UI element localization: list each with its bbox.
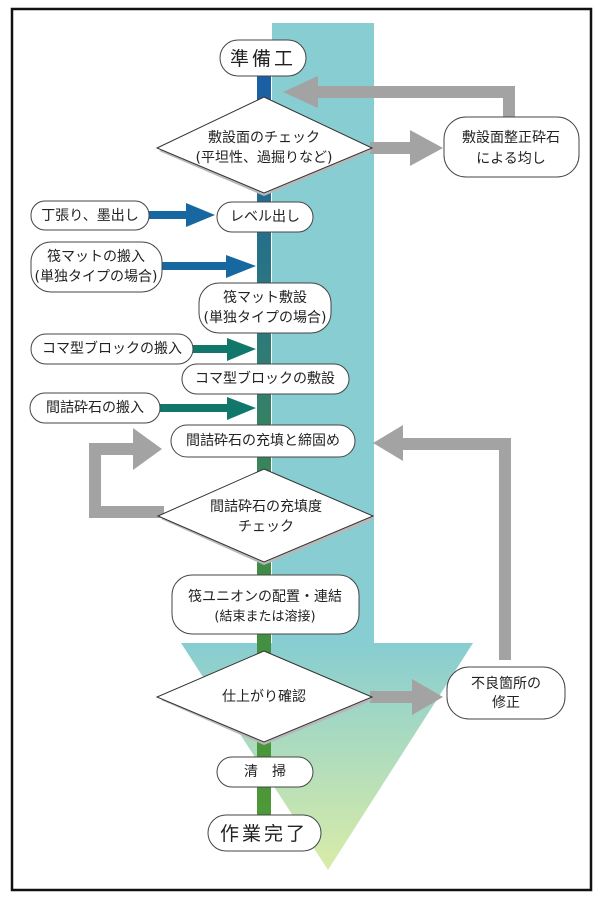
node-block-laying: コマ型ブロックの敷設 bbox=[181, 363, 350, 395]
node-staking-label: 丁張り、墨出し bbox=[41, 208, 138, 224]
node-cleaning-label: 清 掃 bbox=[244, 763, 286, 780]
node-mat-delivery-line2: (単独タイプの場合) bbox=[35, 269, 158, 285]
node-defect-fix-line1: 不良箇所の bbox=[471, 675, 541, 692]
node-gravel-delivery-label: 間詰砕石の搬入 bbox=[46, 400, 144, 416]
node-gravel-delivery: 間詰砕石の搬入 bbox=[29, 392, 161, 424]
node-fill-compact-label: 間詰砕石の充填と締固め bbox=[186, 432, 340, 449]
decision-final-check: 仕上がり確認 bbox=[155, 650, 374, 745]
arrow-staking-to-level bbox=[149, 203, 215, 227]
node-level-label: レベル出し bbox=[230, 209, 300, 225]
node-union: 筏ユニオンの配置・連結 (結束または溶接) bbox=[171, 574, 360, 635]
arrow-mat-delivery bbox=[162, 255, 256, 278]
node-surface-fix: 敷設面整正砕石 による均し bbox=[443, 116, 580, 178]
node-surface-fix-line2: による均し bbox=[476, 151, 546, 167]
decision-fill-check: 間詰砕石の充填度 チェック bbox=[156, 468, 375, 565]
node-union-line2: (結束または溶接) bbox=[214, 609, 315, 625]
decision-fill-check-line1: 間詰砕石の充填度 bbox=[210, 499, 322, 515]
decision-final-check-label: 仕上がり確認 bbox=[222, 689, 306, 705]
loop-arrow-defect-fix bbox=[373, 425, 511, 660]
decision-fill-check-line2: チェック bbox=[238, 519, 294, 535]
node-mat-laying: 筏マット敷設 (単独タイプの場合) bbox=[198, 282, 332, 334]
arrow-block-delivery bbox=[193, 338, 256, 361]
node-defect-fix: 不良箇所の 修正 bbox=[446, 666, 566, 720]
node-surface-fix-line1: 敷設面整正砕石 bbox=[462, 130, 560, 146]
node-union-line1: 筏ユニオンの配置・連結 bbox=[188, 588, 342, 605]
node-cleaning: 清 掃 bbox=[216, 756, 314, 788]
node-end-label: 作業完了 bbox=[220, 823, 308, 845]
arrow-gravel-delivery bbox=[160, 397, 256, 420]
node-level: レベル出し bbox=[216, 201, 314, 233]
node-mat-laying-line2: (単独タイプの場合) bbox=[204, 310, 327, 326]
node-block-delivery-label: コマ型ブロックの搬入 bbox=[42, 340, 182, 357]
node-start-label: 準備工 bbox=[230, 48, 296, 70]
loop-arrow-fill-check bbox=[89, 428, 164, 518]
decision-surface-check: 敷設面のチェック (平坦性、過掘りなど) bbox=[155, 96, 374, 196]
arrow-to-surface-fix bbox=[370, 130, 443, 166]
decision-surface-check-line1: 敷設面のチェック bbox=[208, 130, 320, 146]
loop-arrow-surface-fix bbox=[283, 76, 515, 125]
node-defect-fix-line2: 修正 bbox=[492, 695, 520, 711]
node-block-laying-label: コマ型ブロックの敷設 bbox=[195, 370, 335, 387]
node-mat-laying-line1: 筏マット敷設 bbox=[223, 289, 307, 306]
node-fill-compact: 間詰砕石の充填と締固め bbox=[170, 424, 356, 458]
node-mat-delivery: 筏マットの搬入 (単独タイプの場合) bbox=[30, 241, 163, 293]
node-staking: 丁張り、墨出し bbox=[30, 200, 150, 231]
node-start: 準備工 bbox=[219, 39, 307, 77]
node-end: 作業完了 bbox=[207, 814, 322, 852]
node-mat-delivery-line1: 筏マットの搬入 bbox=[47, 248, 145, 265]
arrow-to-defect-fix bbox=[370, 679, 443, 715]
node-block-delivery: コマ型ブロックの搬入 bbox=[30, 333, 194, 365]
decision-surface-check-line2: (平坦性、過掘りなど) bbox=[196, 150, 333, 166]
